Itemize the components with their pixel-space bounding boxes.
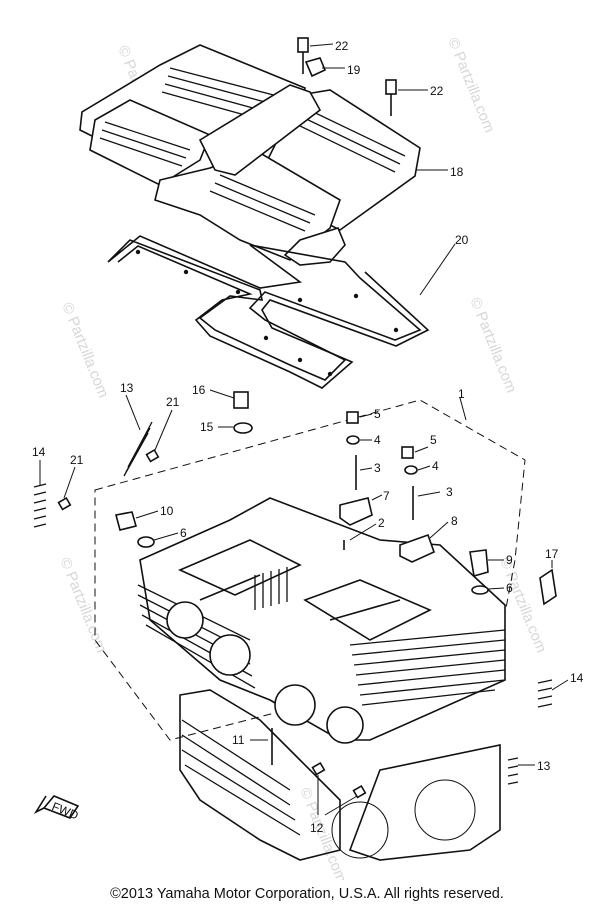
- callout-19: 19: [347, 63, 361, 77]
- callout-8: 8: [451, 514, 458, 528]
- callout-21: 21: [70, 453, 84, 467]
- watermark-left: © Partzilla.com: [58, 300, 112, 400]
- head-cover: [79, 37, 448, 266]
- callout-12: 12: [310, 821, 324, 835]
- callout-18: 18: [450, 165, 464, 179]
- callout-4: 4: [432, 459, 439, 473]
- watermark-right-mid: © Partzilla.com: [466, 295, 520, 395]
- callout-3: 3: [446, 485, 453, 499]
- callout-10: 10: [160, 504, 174, 518]
- callout-14: 14: [32, 445, 46, 459]
- watermark-left-bottom: © Partzilla.com: [56, 555, 110, 655]
- callout-15: 15: [200, 420, 214, 434]
- cylinder-head: [137, 497, 506, 861]
- callout-22: 22: [335, 39, 349, 53]
- callout-1: 1: [458, 387, 465, 401]
- callout-4: 4: [374, 433, 381, 447]
- callouts: 22 19 22 18 20 1 16 15 13 21 14 21 5 4 3…: [32, 39, 584, 835]
- callout-20: 20: [455, 233, 469, 247]
- callout-9: 9: [506, 553, 513, 567]
- callout-22: 22: [430, 84, 444, 98]
- watermark-right-top: © Partzilla.com: [444, 35, 498, 135]
- cylinder-head-exploded-diagram: © Partzilla.com © Partzilla.com © Partzi…: [32, 35, 584, 880]
- callout-16: 16: [192, 383, 206, 397]
- fwd-label: FWD: [50, 799, 81, 822]
- callout-6: 6: [506, 581, 513, 595]
- copyright-notice: ©2013 Yamaha Motor Corporation, U.S.A. A…: [110, 886, 504, 902]
- callout-21: 21: [166, 395, 180, 409]
- callout-17: 17: [545, 547, 559, 561]
- callout-5: 5: [430, 433, 437, 447]
- small-parts: [33, 389, 569, 816]
- callout-13: 13: [537, 759, 551, 773]
- callout-3: 3: [374, 461, 381, 475]
- fwd-arrow-icon: FWD: [33, 795, 81, 823]
- callout-2: 2: [378, 516, 385, 530]
- callout-11: 11: [232, 733, 245, 747]
- callout-7: 7: [383, 489, 390, 503]
- head-cover-gasket: [107, 235, 456, 389]
- callout-5: 5: [374, 407, 381, 421]
- callout-14: 14: [570, 671, 584, 685]
- callout-6: 6: [180, 526, 187, 540]
- callout-13: 13: [120, 381, 134, 395]
